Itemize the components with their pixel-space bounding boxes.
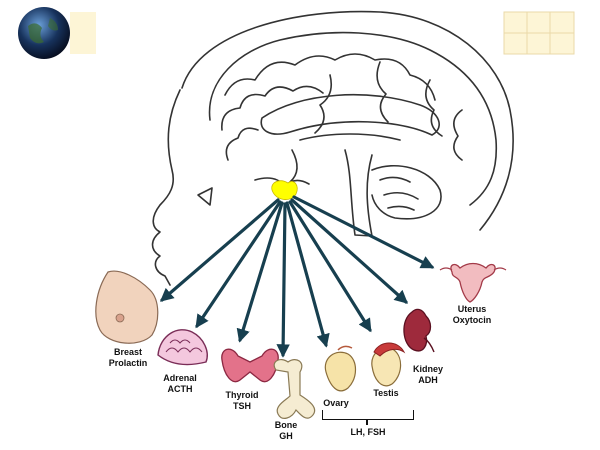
label-ovary: Ovary: [314, 398, 358, 409]
grid-icon: [503, 11, 575, 55]
label-uterus: Uterus Oxytocin: [444, 304, 500, 326]
gonad-bracket-tick: [366, 419, 368, 425]
globe-icon: [18, 7, 70, 59]
testis-illustration: [371, 342, 406, 387]
kidney-illustration: [403, 308, 435, 353]
organ-name: Breast: [113, 347, 142, 357]
ovary-illustration: [324, 345, 357, 392]
organ-name: Ovary: [323, 398, 349, 408]
pituitary-gland: [271, 180, 298, 200]
hormone-name: GH: [279, 431, 293, 441]
hormone-name: ADH: [418, 375, 438, 385]
slide-accent-left: [70, 12, 96, 54]
arrow-to-adrenal: [195, 200, 282, 329]
arrow-to-bone: [276, 202, 290, 358]
label-kidney: Kidney ADH: [404, 364, 452, 386]
arrow-to-uterus: [292, 195, 435, 269]
hormone-name: Oxytocin: [452, 315, 492, 325]
organ-name: Adrenal: [163, 373, 197, 383]
arrow-to-ovary: [285, 201, 330, 348]
uterus-illustration: [439, 262, 507, 303]
arrow-to-testis: [288, 200, 372, 333]
hormone-name: TSH: [233, 401, 251, 411]
label-breast: Breast Prolactin: [96, 347, 160, 369]
organ-name: Testis: [373, 388, 399, 398]
brain-illustration: [151, 10, 514, 286]
label-testis: Testis: [364, 388, 408, 399]
organ-name: Bone: [274, 420, 298, 430]
label-thyroid: Thyroid TSH: [214, 390, 270, 412]
hormone-name: ACTH: [167, 384, 193, 394]
label-adrenal: Adrenal ACTH: [150, 373, 210, 395]
breast-illustration: [95, 270, 159, 344]
bone-illustration: [273, 358, 316, 419]
adrenal-illustration: [157, 329, 208, 366]
organ-name: Thyroid: [225, 390, 259, 400]
organ-name: Uterus: [457, 304, 487, 314]
arrow-to-thyroid: [236, 201, 284, 343]
organ-name: Kidney: [412, 364, 443, 374]
arrow-to-breast: [159, 198, 280, 302]
arrow-to-kidney: [290, 198, 409, 304]
hormone-name: Prolactin: [108, 358, 148, 368]
hormone-arrows: [159, 195, 435, 358]
gonad-bracket: [322, 410, 414, 420]
label-gonad-hormones: LH, FSH: [336, 427, 400, 438]
label-bone: Bone GH: [266, 420, 306, 442]
hormone-name: LH, FSH: [350, 427, 386, 437]
thyroid-illustration: [221, 348, 279, 383]
